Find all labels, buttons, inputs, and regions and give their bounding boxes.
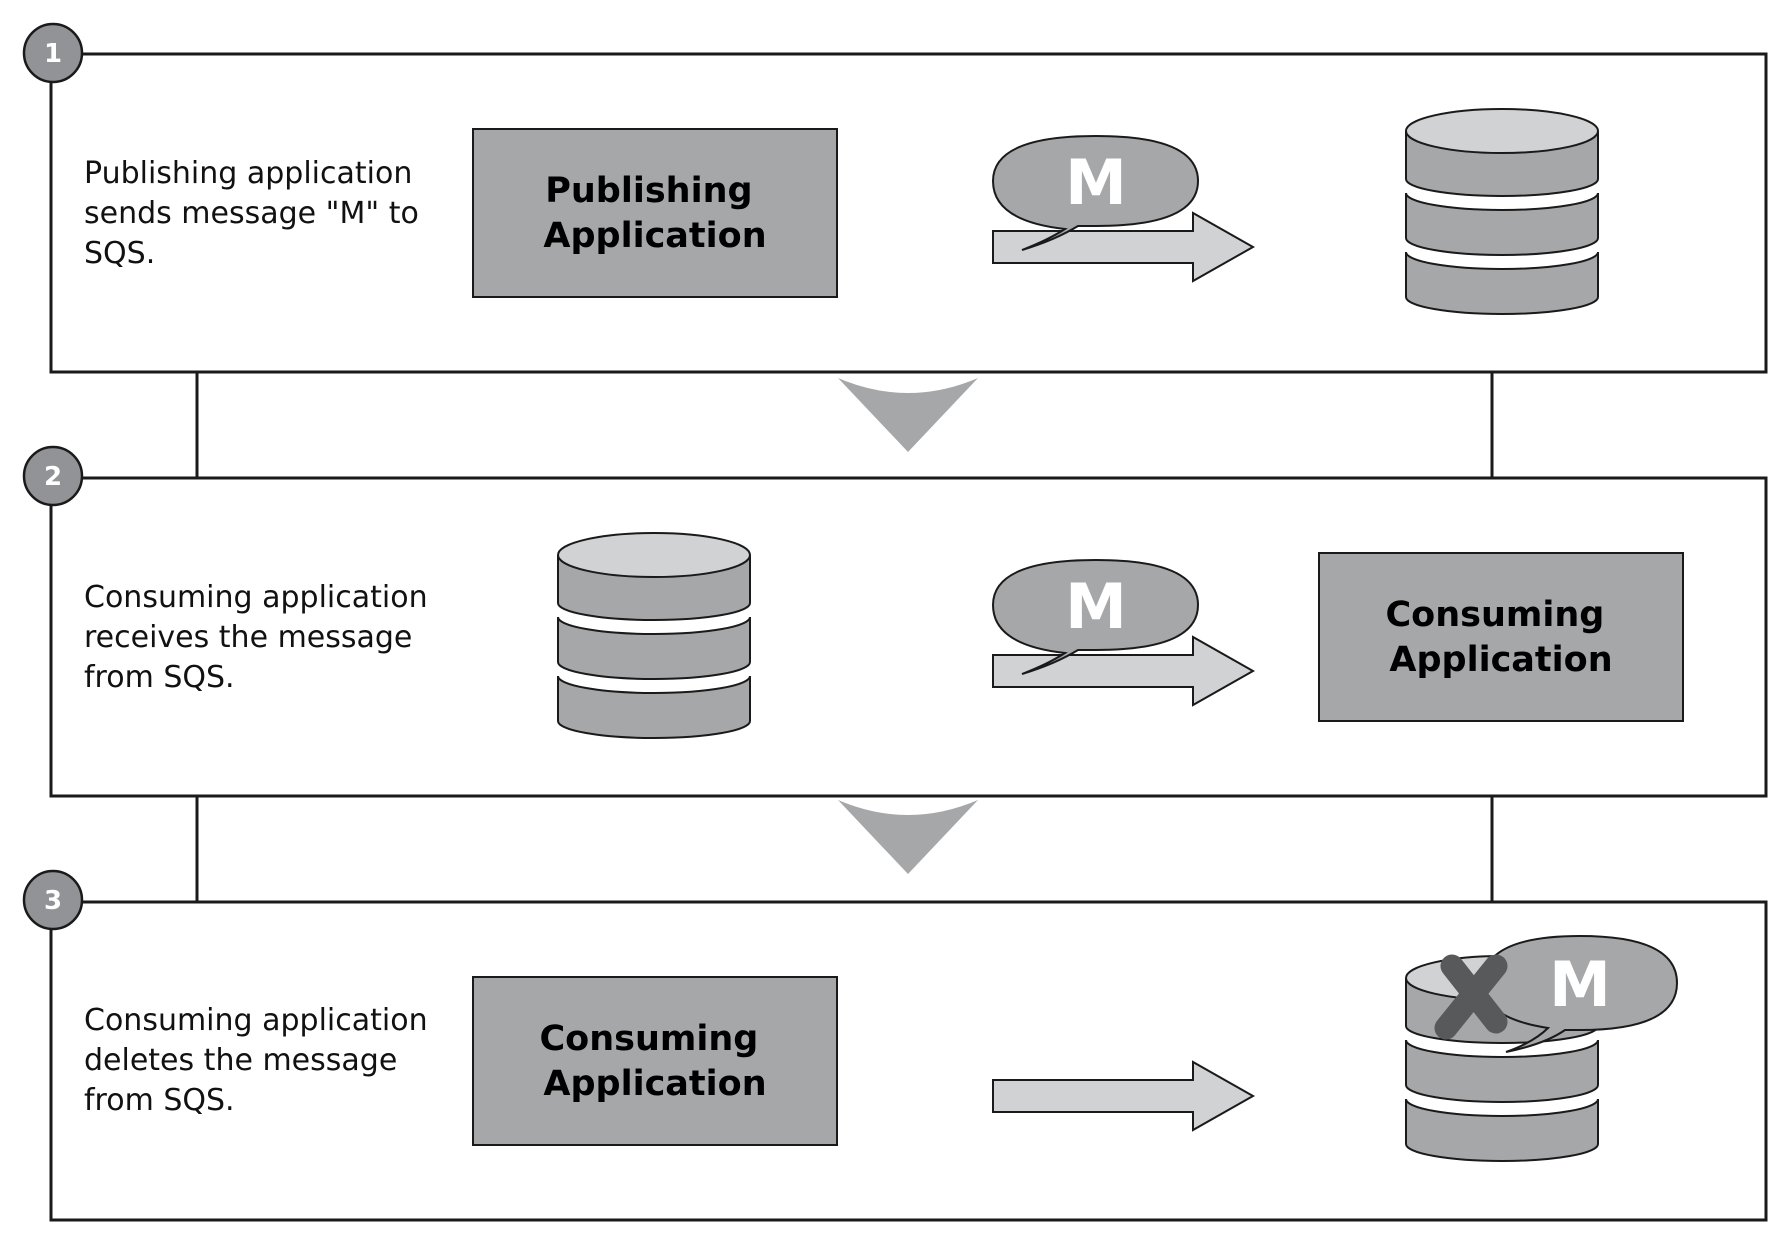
- app-label-line: Application: [543, 1064, 766, 1104]
- app-label-line: Consuming: [539, 1019, 758, 1059]
- message-bubble: M: [991, 558, 1200, 675]
- delete-x-stroke: [1434, 954, 1508, 1040]
- bubble-shape: [991, 558, 1200, 675]
- db-cylinder-segment: [1405, 251, 1599, 315]
- step-badge-2: 2: [22, 445, 84, 507]
- publishing-application-box: Publishing Application: [472, 128, 838, 298]
- bubble-shape: [991, 134, 1200, 251]
- message-bubble: M: [991, 134, 1200, 251]
- description-line: from SQS.: [84, 1083, 235, 1118]
- app-label: Consuming Application: [1385, 595, 1616, 680]
- description-line: from SQS.: [84, 660, 235, 695]
- app-label: Consuming Application: [539, 1019, 770, 1104]
- delete-arrow: [992, 1060, 1256, 1132]
- step-panel-3: 3 Consuming application deletes the mess…: [22, 869, 1768, 1222]
- consuming-application-box: Consuming Application: [472, 976, 838, 1146]
- sqs-queue-database-icon: [1405, 108, 1599, 315]
- db-cylinder-segment: [557, 675, 751, 739]
- step-description: Consuming application receives the messa…: [84, 580, 437, 695]
- app-box: [472, 976, 838, 1146]
- db-top: [557, 532, 751, 578]
- description-line: Consuming application: [84, 1003, 428, 1038]
- db-cylinder-segment: [1405, 1039, 1599, 1103]
- description-line: receives the message: [84, 620, 412, 655]
- step-number: 1: [44, 39, 62, 69]
- app-label-line: Publishing: [545, 171, 752, 211]
- app-label: Publishing Application: [543, 171, 766, 256]
- connector-lines: [195, 372, 1494, 902]
- step-badge-3: 3: [22, 869, 84, 931]
- message-letter: M: [1549, 948, 1611, 1021]
- description-line: deletes the message: [84, 1043, 397, 1078]
- step-badge-circle: [22, 869, 84, 931]
- step-number: 2: [44, 462, 62, 492]
- app-label-line: Consuming: [1385, 595, 1604, 635]
- db-cylinder-segment: [1405, 1098, 1599, 1162]
- consuming-application-box: Consuming Application: [1318, 552, 1684, 722]
- step-badge-circle: [22, 22, 84, 84]
- step-badge-circle: [22, 445, 84, 507]
- message-letter: M: [1065, 146, 1127, 219]
- message-bubble: M: [1481, 934, 1679, 1053]
- db-cylinder-segment: [1405, 192, 1599, 256]
- step-description: Consuming application deletes the messag…: [84, 1003, 437, 1118]
- receive-arrow: [992, 635, 1256, 707]
- description-line: sends message "M" to: [84, 196, 419, 231]
- step-panel-1: 1 Publishing application sends message "…: [22, 22, 1768, 374]
- description-line: SQS.: [84, 236, 155, 271]
- db-cylinder-segment: [557, 616, 751, 680]
- sqs-queue-database-icon: [557, 532, 751, 739]
- delete-x-icon: [1434, 954, 1508, 1040]
- flow-down-chevron-1: [838, 378, 978, 452]
- flow-down-chevron-2: [838, 800, 978, 874]
- app-box: [472, 128, 838, 298]
- app-box: [1318, 552, 1684, 722]
- description-line: Consuming application: [84, 580, 428, 615]
- step-panel-2: 2 Consuming application receives the mes…: [22, 445, 1768, 798]
- step-badge-1: 1: [22, 22, 84, 84]
- step-number: 3: [44, 886, 62, 916]
- app-label-line: Application: [543, 216, 766, 256]
- send-arrow: [992, 211, 1256, 283]
- app-label-line: Application: [1389, 640, 1612, 680]
- step-description: Publishing application sends message "M"…: [84, 156, 428, 271]
- description-line: Publishing application: [84, 156, 412, 191]
- db-top: [1405, 108, 1599, 154]
- message-letter: M: [1065, 570, 1127, 643]
